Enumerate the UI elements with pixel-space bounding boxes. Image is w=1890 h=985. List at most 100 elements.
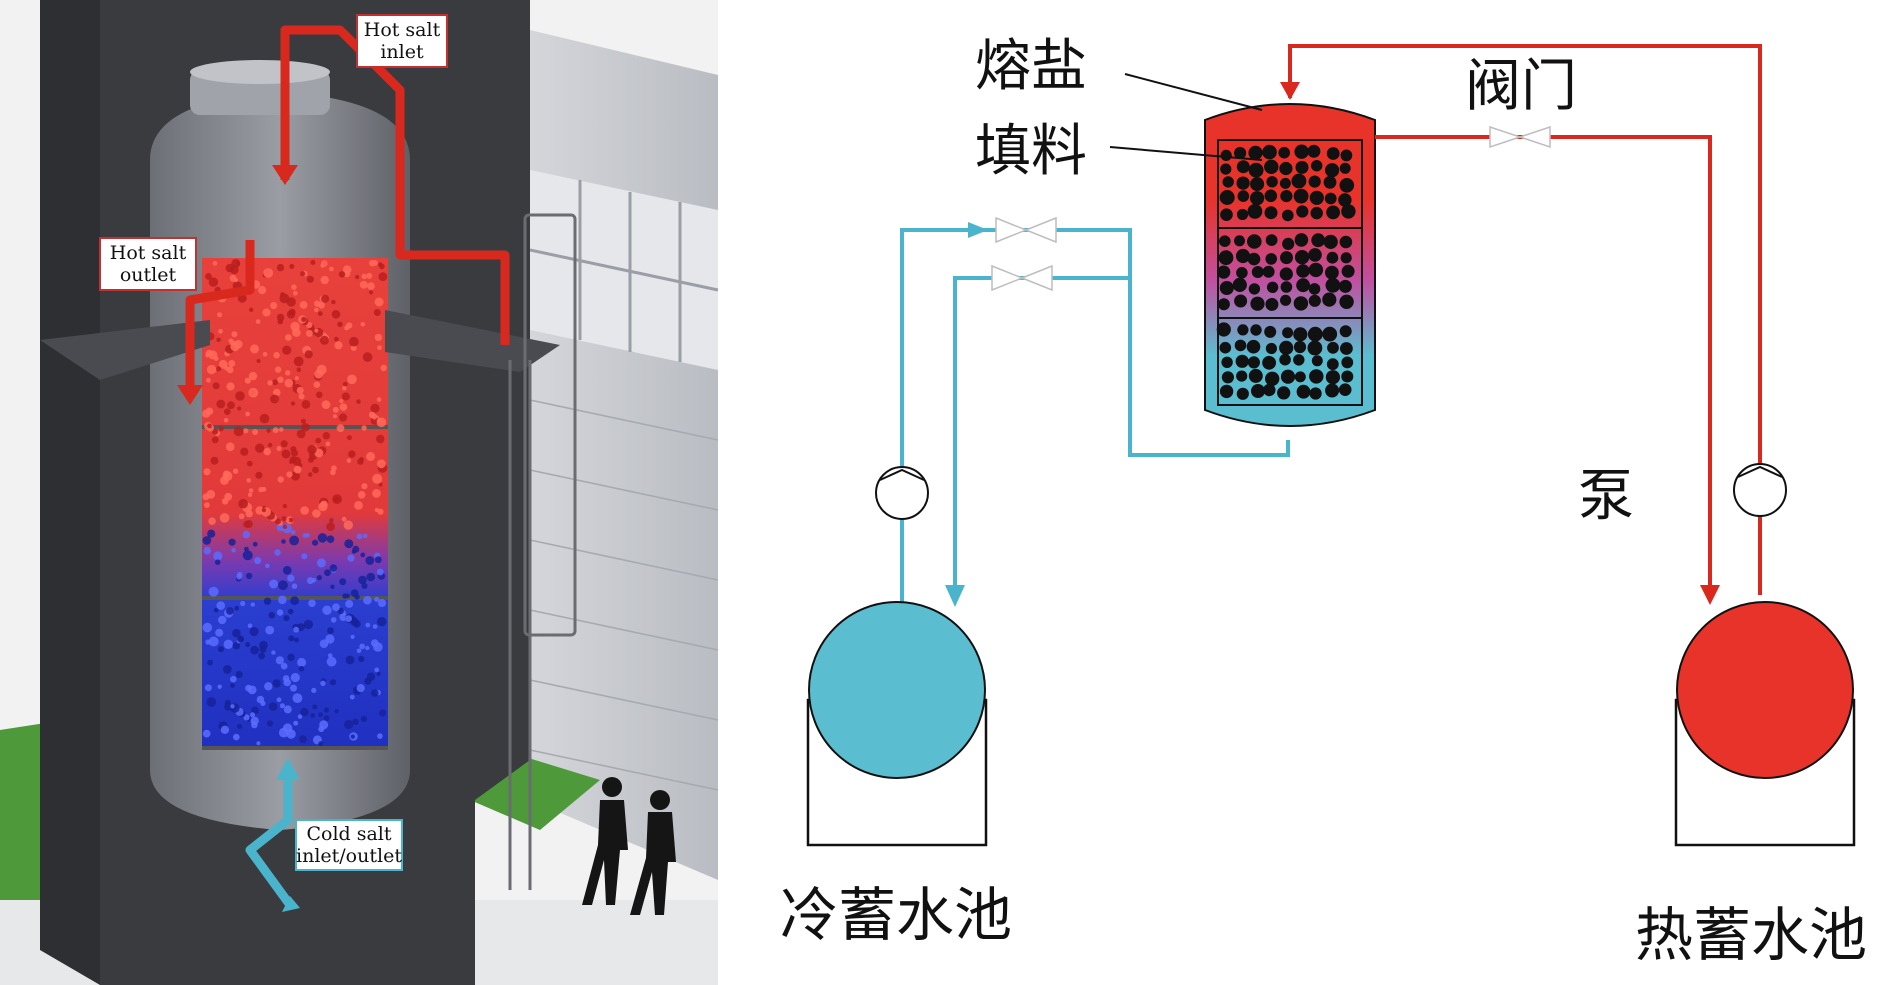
bed-particle xyxy=(246,460,253,467)
packing-ball-icon xyxy=(1263,383,1276,397)
bed-particle xyxy=(271,650,276,655)
bed-particle xyxy=(293,356,304,367)
bed-particle xyxy=(290,684,297,692)
packing-ball-icon xyxy=(1341,204,1356,219)
bed-particle xyxy=(284,378,294,388)
packing-ball-icon xyxy=(1265,371,1280,386)
packing-ball-icon xyxy=(1307,326,1323,342)
bed-particle xyxy=(377,459,386,469)
valve-icon[interactable] xyxy=(991,264,1053,292)
packing-ball-icon xyxy=(1250,296,1265,311)
bed-particle xyxy=(354,501,363,510)
bed-particle xyxy=(291,284,297,290)
bed-particle xyxy=(289,456,297,463)
bed-particle xyxy=(318,741,324,747)
packing-ball-icon xyxy=(1326,147,1340,160)
packing-ball-icon xyxy=(1220,149,1232,161)
bed-particle xyxy=(342,386,347,391)
packing-ball-icon xyxy=(1247,234,1262,249)
bed-particle xyxy=(376,671,381,676)
valve-icon[interactable] xyxy=(1489,125,1551,149)
bed-particle xyxy=(228,338,234,344)
bed-particle xyxy=(341,516,347,522)
bed-particle xyxy=(213,551,223,561)
bed-particle xyxy=(217,646,224,653)
packing-ball-icon xyxy=(1309,369,1324,384)
pump-icon[interactable] xyxy=(1733,463,1787,517)
bed-particle xyxy=(361,425,367,431)
bed-particle xyxy=(319,720,329,730)
packing-ball-icon xyxy=(1251,266,1264,278)
bed-particle xyxy=(263,597,272,605)
bed-particle xyxy=(243,428,249,434)
packing-ball-icon xyxy=(1277,386,1291,400)
bed-particle xyxy=(225,442,235,452)
bed-particle xyxy=(219,513,230,523)
packing-ball-icon xyxy=(1265,253,1277,265)
bed-particle xyxy=(305,329,313,337)
bed-particle xyxy=(373,309,381,316)
bed-particle xyxy=(278,727,289,738)
bed-particle xyxy=(277,376,284,383)
bed-particle xyxy=(233,426,244,437)
bed-particle xyxy=(207,423,212,429)
bed-particle xyxy=(276,446,282,451)
bed-particle xyxy=(296,367,302,373)
valve-icon[interactable] xyxy=(995,216,1057,244)
packing-ball-icon xyxy=(1280,369,1296,384)
bed-particle xyxy=(276,313,285,322)
bed-particle xyxy=(312,509,321,518)
packing-ball-icon xyxy=(1250,177,1265,192)
packing-ball-icon xyxy=(1326,205,1340,220)
bed-particle xyxy=(350,634,355,640)
bed-particle xyxy=(300,418,306,424)
bed-particle xyxy=(358,655,365,663)
bed-particle xyxy=(220,476,229,485)
packing-ball-icon xyxy=(1236,176,1250,190)
bed-particle xyxy=(339,403,348,411)
packing-ball-icon xyxy=(1339,294,1354,309)
packing-ball-icon xyxy=(1282,237,1295,250)
packing-ball-icon xyxy=(1279,177,1291,189)
bed-particle xyxy=(208,517,216,525)
packing-ball-icon xyxy=(1219,235,1231,247)
bed-particle xyxy=(301,400,311,409)
bed-particle xyxy=(288,517,294,523)
bed-particle xyxy=(288,635,295,642)
bed-particle xyxy=(282,524,287,530)
pump-icon[interactable] xyxy=(875,466,929,520)
packing-ball-icon xyxy=(1282,209,1294,222)
bed-particle xyxy=(276,609,284,616)
bed-particle xyxy=(268,702,278,711)
packing-ball-icon xyxy=(1220,208,1233,221)
bed-particle xyxy=(305,533,310,538)
bed-particle xyxy=(223,639,233,649)
packing-ball-icon xyxy=(1279,353,1291,366)
hot-supply-pipe xyxy=(1375,135,1712,600)
bed-particle xyxy=(369,259,376,267)
bed-particle xyxy=(322,432,330,440)
bed-particle xyxy=(329,266,334,272)
bed-particle xyxy=(315,437,322,444)
packing-ball-icon xyxy=(1294,250,1310,265)
bed-particle xyxy=(218,328,223,334)
packing-ball-icon xyxy=(1219,190,1235,205)
bed-particle xyxy=(374,556,382,564)
bed-particle xyxy=(217,684,222,689)
packing-ball-icon xyxy=(1217,265,1231,279)
packing-ball-icon xyxy=(1234,339,1247,352)
bed-particle xyxy=(216,366,222,372)
bed-particle xyxy=(287,574,295,582)
hot-inlet-flow-arrow xyxy=(280,25,510,345)
bed-particle xyxy=(337,321,343,327)
hot-outlet-flow-arrow xyxy=(185,240,255,395)
bed-particle xyxy=(212,260,218,266)
cold-supply-pipe xyxy=(953,276,1130,600)
bed-particle xyxy=(258,652,265,660)
hot-supply-arrowhead xyxy=(1700,585,1720,605)
bed-particle xyxy=(330,617,337,623)
bed-particle xyxy=(236,574,242,580)
bed-particle xyxy=(344,539,354,549)
bed-particle xyxy=(345,655,355,665)
